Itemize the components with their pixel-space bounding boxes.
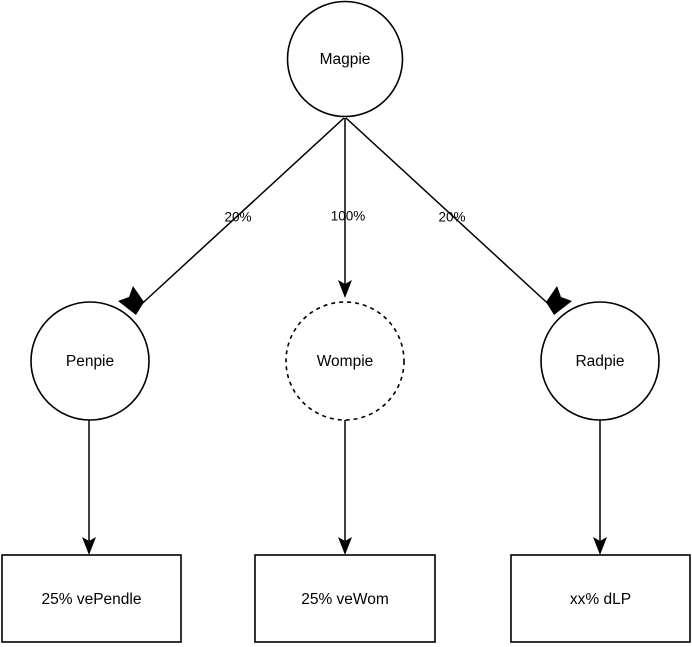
node-vewom-rect[interactable] [254, 554, 436, 643]
node-magpie[interactable]: Magpie [286, 0, 404, 118]
edge-label-magpie-penpie: 20% [224, 210, 251, 225]
node-radpie-label: Radpie [575, 353, 624, 370]
edge-magpie-radpie-line [345, 117, 557, 312]
node-vependle[interactable]: 25% vePendle [1, 554, 182, 643]
edge-penpie-vependle-arrowhead [82, 537, 96, 555]
node-penpie-circle[interactable] [30, 301, 150, 421]
edge-label-magpie-radpie: 20% [438, 210, 465, 225]
node-wompie-circle[interactable] [285, 301, 405, 421]
node-penpie[interactable]: Penpie [30, 301, 150, 421]
edge-penpie-to-vependle [82, 420, 96, 555]
edge-magpie-radpie-arrowhead [546, 286, 572, 315]
edge-wompie-vewom-arrowhead [338, 537, 352, 555]
edge-label-magpie-wompie: 100% [331, 209, 366, 224]
node-vewom-label: 25% veWom [301, 591, 389, 608]
edge-radpie-dlp-arrowhead [593, 537, 607, 555]
node-radpie-circle[interactable] [540, 301, 660, 421]
node-magpie-circle[interactable] [286, 0, 404, 118]
node-radpie[interactable]: Radpie [540, 301, 660, 421]
edge-wompie-to-vewom [338, 420, 352, 555]
edge-magpie-wompie-arrowhead [338, 280, 352, 298]
edge-magpie-to-penpie: 20% [118, 117, 345, 315]
node-dlp-rect[interactable] [510, 554, 691, 643]
node-penpie-label: Penpie [66, 353, 114, 370]
node-dlp[interactable]: xx% dLP [510, 554, 691, 643]
node-dlp-label: xx% dLP [570, 591, 631, 608]
node-magpie-label: Magpie [320, 51, 371, 68]
edge-radpie-to-dlp [593, 420, 607, 555]
edge-magpie-penpie-line [133, 117, 345, 312]
node-wompie-label: Wompie [317, 353, 374, 370]
node-vewom[interactable]: 25% veWom [254, 554, 436, 643]
node-vependle-label: 25% vePendle [42, 591, 142, 608]
edge-magpie-to-radpie: 20% [345, 117, 572, 315]
node-vependle-rect[interactable] [1, 554, 182, 643]
edge-magpie-to-wompie: 100% [331, 118, 366, 298]
node-wompie[interactable]: Wompie [285, 301, 405, 421]
edge-magpie-penpie-arrowhead [118, 286, 144, 315]
